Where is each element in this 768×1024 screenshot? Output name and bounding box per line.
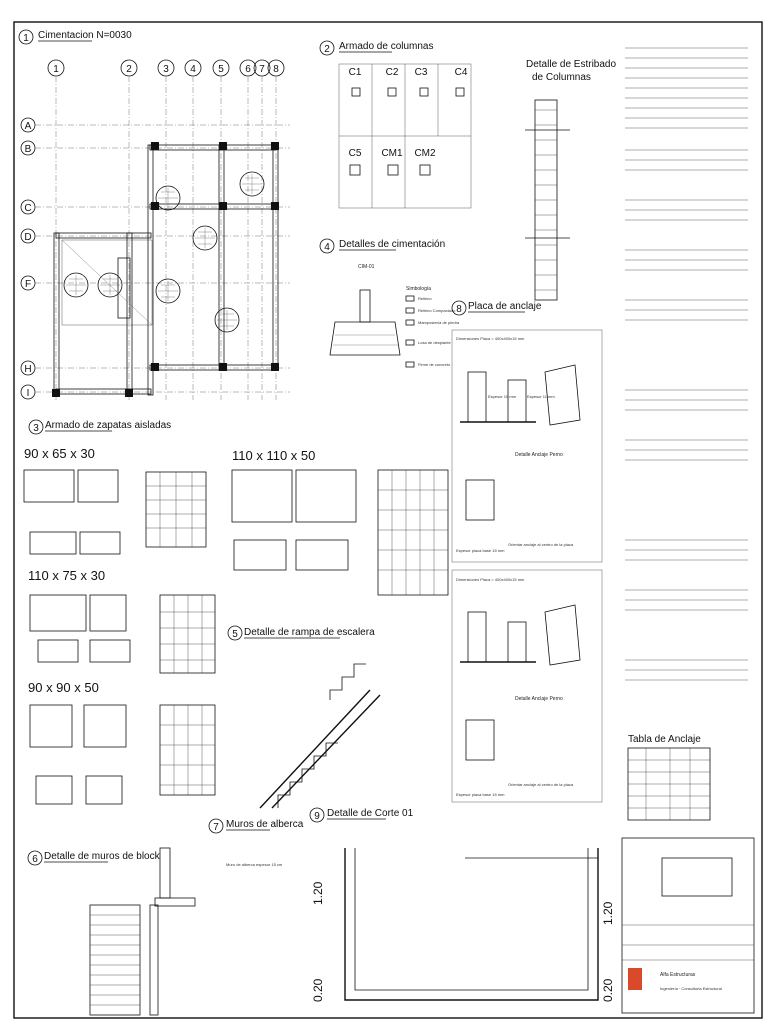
column-label: CM2	[414, 148, 436, 159]
section-title: Detalles de cimentación	[339, 239, 445, 250]
block-wall-detail: 6 Detalle de muros de block	[27, 850, 161, 1016]
column-label: C1	[349, 67, 362, 78]
axis-label: F	[25, 279, 31, 290]
footing-code: CIM-01	[358, 264, 375, 270]
svg-text:Espesor 11 mm: Espesor 11 mm	[527, 394, 555, 399]
section-title: Placa de anclaje	[468, 301, 542, 312]
detail-title: de Columnas	[532, 72, 591, 83]
footing-size: 110 x 75 x 30	[28, 568, 105, 583]
svg-text:Dimensiones Placa = 400x400x15: Dimensiones Placa = 400x400x15 mm	[456, 577, 525, 582]
stair-ramp-detail: 5 Detalle de rampa de escalera	[227, 625, 381, 809]
section-number: 8	[456, 304, 462, 315]
pool-wall-detail: 7 Muros de alberca Muro de alberca espes…	[154, 818, 304, 907]
axis-label: A	[25, 121, 32, 132]
anchor-plate-detail: 8 Placa de anclaje Dimensiones Placa = 4…	[451, 300, 603, 803]
pit-outline	[117, 257, 131, 319]
isolated-footing-reinforcement: 3 Armado de zapatas aisladas 90 x 65 x 3…	[23, 419, 449, 805]
column-marks	[52, 142, 279, 397]
section-number: 9	[314, 811, 320, 822]
axis-label: 4	[190, 64, 196, 75]
firm-subtitle: Ingeniería · Consultoria Estructural	[660, 986, 722, 991]
axis-label: B	[25, 144, 32, 155]
svg-text:Mampostería de piedra: Mampostería de piedra	[418, 320, 460, 325]
column-label: C5	[349, 148, 362, 159]
isolated-footings	[63, 171, 265, 333]
section-title: Detalle de Corte 01	[327, 808, 414, 819]
section-title: Detalle de muros de block	[44, 851, 161, 862]
footing-size: 90 x 90 x 50	[28, 680, 99, 695]
section-number: 3	[33, 423, 39, 434]
svg-text:Espesor placa base 15 mm: Espesor placa base 15 mm	[456, 792, 505, 797]
footing-size: 110 x 110 x 50	[232, 448, 315, 463]
svg-text:Espesor 15 mm: Espesor 15 mm	[488, 394, 517, 399]
svg-text:Espesor placa base 15 mm: Espesor placa base 15 mm	[456, 548, 505, 553]
firm-name: Alfa Estructuras	[660, 972, 696, 978]
section-number: 2	[324, 44, 330, 55]
column-reinforcement: 2 Armado de columnas C1 C2 C3 C4 C5 CM1 …	[319, 40, 472, 209]
section-number-circle	[18, 29, 34, 45]
anchor-table: Tabla de Anclaje	[627, 734, 711, 821]
section-title: Armado de columnas	[339, 41, 434, 52]
section-title: Armado de zapatas aisladas	[45, 420, 171, 431]
svg-text:Firme de concreto: Firme de concreto	[418, 362, 451, 367]
company-logo	[628, 968, 642, 990]
dimension: 0.20	[311, 978, 325, 1002]
column-label: C3	[415, 67, 428, 78]
section-title: Detalle de rampa de escalera	[244, 627, 375, 638]
svg-text:Losa de desplante: Losa de desplante	[418, 340, 451, 345]
section-cut-detail: 9 Detalle de Corte 01 1.20 0.20 1.20 0.2…	[309, 807, 615, 1002]
svg-text:Detalle Anclaje Perno: Detalle Anclaje Perno	[515, 696, 563, 702]
title-block: Alfa Estructuras Ingeniería · Consultori…	[621, 837, 755, 1014]
dimension: 1.20	[311, 881, 325, 905]
section-number: 6	[32, 854, 38, 865]
svg-text:Dimensiones Placa = 400x400x15: Dimensiones Placa = 400x400x15 mm	[456, 336, 525, 341]
column-label: CM1	[381, 148, 403, 159]
detail-title: Detalle de Estribado	[526, 59, 616, 70]
pool-wall-note: Muro de alberca espesor 15 cm	[226, 862, 283, 867]
cistern-outline	[61, 239, 153, 326]
section-title: Cimentacion N=0030	[38, 30, 132, 41]
axis-label: C	[24, 203, 31, 214]
axis-label: 1	[53, 64, 59, 75]
column-label: C4	[455, 67, 468, 78]
section-title: Muros de alberca	[226, 819, 304, 830]
footing-size: 90 x 65 x 30	[24, 446, 95, 461]
axis-label: H	[24, 364, 31, 375]
axis-label: D	[24, 232, 31, 243]
axis-label: 3	[163, 64, 169, 75]
stirrup-detail: Detalle de Estribado de Columnas	[525, 59, 616, 301]
section-number: 1	[23, 33, 29, 44]
table-title: Tabla de Anclaje	[628, 734, 701, 745]
dimension: 1.20	[601, 901, 615, 925]
svg-text:Relleno: Relleno	[418, 296, 432, 301]
axis-label: 5	[218, 64, 224, 75]
section-number: 7	[213, 822, 219, 833]
axis-label: I	[27, 388, 30, 399]
svg-text:Detalle Anclaje Perno: Detalle Anclaje Perno	[515, 452, 563, 458]
foundation-plan: 1 Cimentacion N=0030 1 2 3 4 5 6 7 8 A B…	[18, 29, 290, 400]
dimension: 0.20	[601, 978, 615, 1002]
column-label: C2	[386, 67, 399, 78]
svg-text:Orientar anclaje al centro de: Orientar anclaje al centro de la placa	[508, 782, 574, 787]
axis-label: 6	[245, 64, 251, 75]
section-number: 4	[324, 242, 330, 253]
axis-label: 2	[126, 64, 132, 75]
svg-text:Relleno Compactado: Relleno Compactado	[418, 308, 456, 313]
axis-label: 8	[273, 64, 279, 75]
general-notes	[625, 47, 748, 681]
footing-detail: 4 Detalles de cimentación CIM-01 Simbolo…	[319, 238, 460, 368]
legend-title: Simbología	[406, 286, 431, 292]
svg-text:Orientar anclaje al centro de: Orientar anclaje al centro de la placa	[508, 542, 574, 547]
axis-label: 7	[259, 64, 265, 75]
section-number: 5	[232, 629, 238, 640]
